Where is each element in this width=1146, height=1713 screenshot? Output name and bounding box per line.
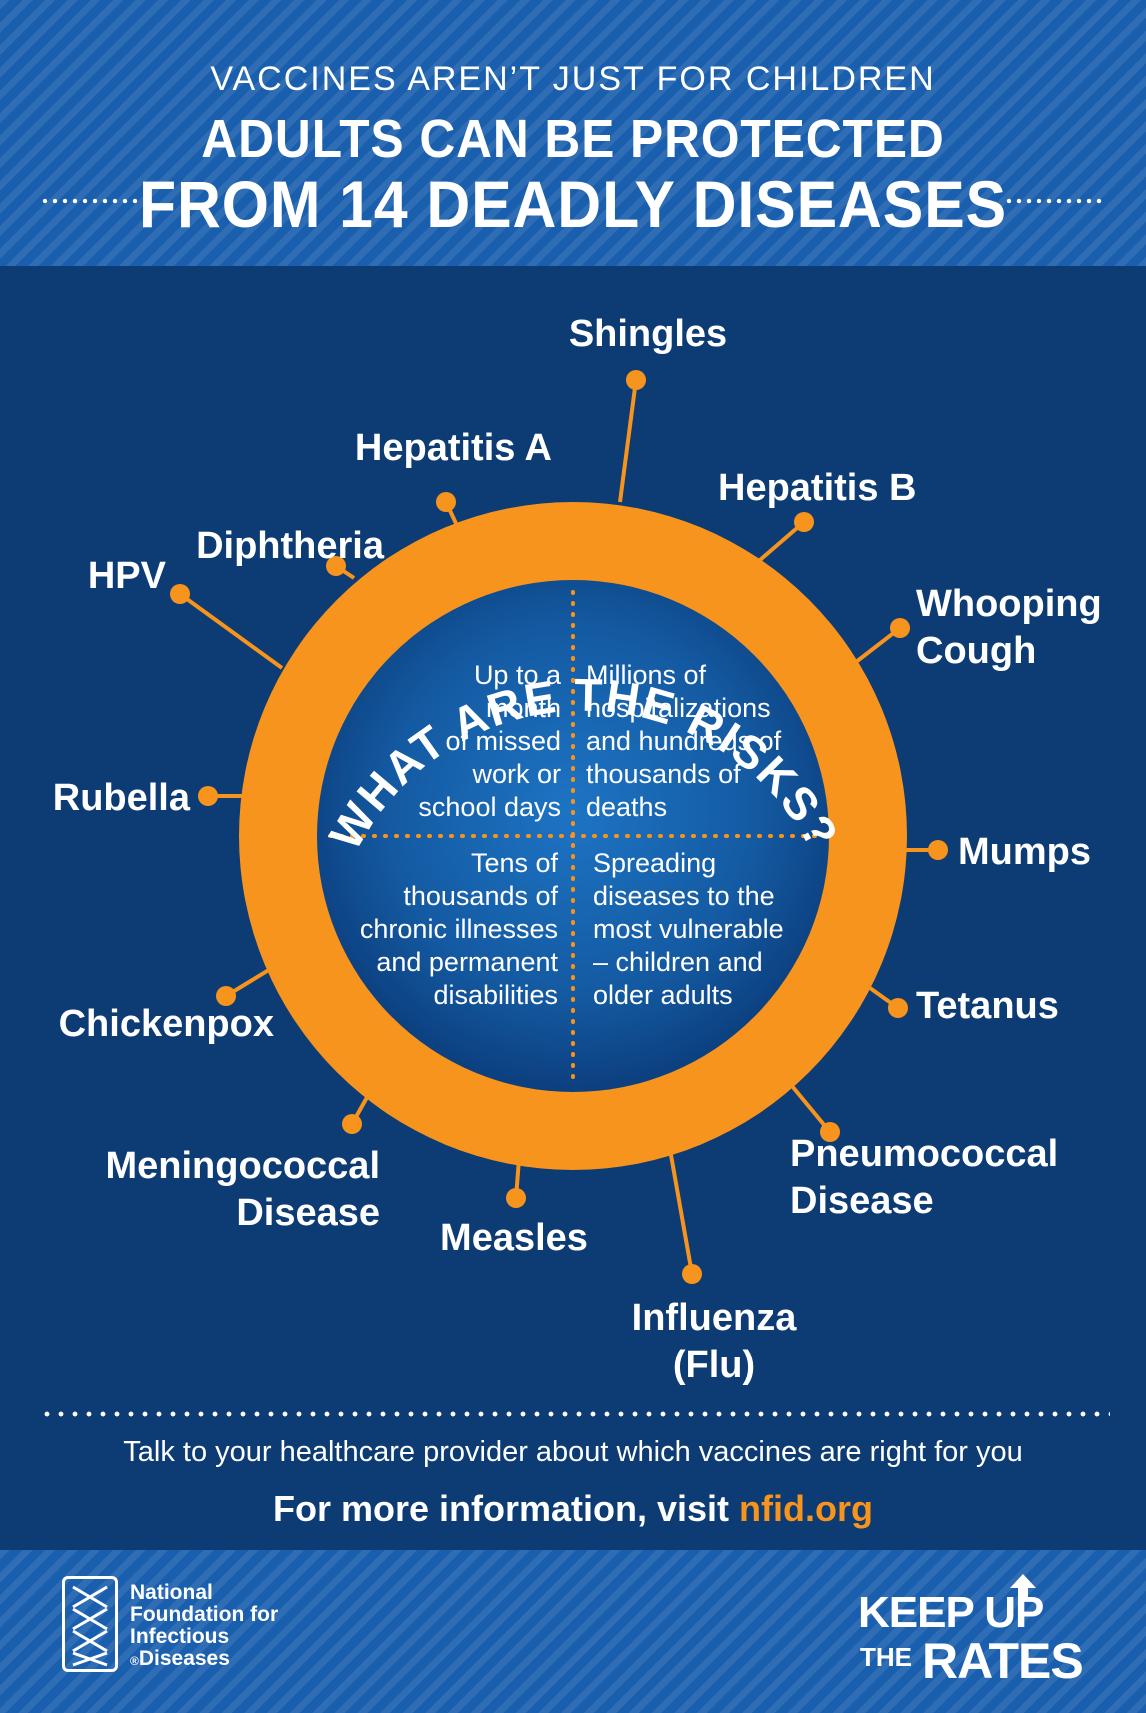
nfid-name: National Foundation for Infectious ®Dise… <box>130 1581 279 1670</box>
spoke-dot-meningococcal-disease <box>342 1114 362 1134</box>
disease-label-hepatitis-b: Hepatitis B <box>718 467 916 509</box>
footer-info: For more information, visit nfid.org <box>0 1488 1146 1530</box>
nfid-logo-icon <box>62 1576 118 1672</box>
spoke-dot-influenza <box>682 1264 702 1284</box>
disease-label-influenza: Influenza(Flu) <box>632 1297 798 1386</box>
spoke-dot-tetanus <box>888 998 908 1018</box>
spoke-dot-diphtheria <box>326 556 346 576</box>
header-title-line2: FROM 14 DEADLY DISEASES <box>138 167 1008 241</box>
spoke-dot-rubella <box>198 786 218 806</box>
arrow-up-icon <box>1010 1574 1036 1598</box>
disease-label-measles: Measles <box>440 1217 588 1259</box>
spoke-influenza <box>666 1137 694 1275</box>
spoke-hpv <box>178 592 284 670</box>
spoke-dot-hpv <box>170 584 190 604</box>
nfid-link[interactable]: nfid.org <box>739 1488 874 1529</box>
disease-label-hpv: HPV <box>88 555 167 597</box>
spoke-dot-shingles <box>626 370 646 390</box>
disease-label-diphtheria: Diphtheria <box>196 525 385 567</box>
header-dots-left <box>40 198 140 204</box>
bottom-banner: National Foundation for Infectious ®Dise… <box>0 1550 1146 1713</box>
disease-label-hepatitis-a: Hepatitis A <box>355 427 552 469</box>
disease-label-tetanus: Tetanus <box>916 985 1059 1027</box>
spoke-shingles <box>618 379 638 503</box>
header-title-line1: ADULTS CAN BE PROTECTED <box>201 109 945 169</box>
footer-dotted-divider <box>40 1410 1110 1418</box>
spoke-dot-hepatitis-b <box>794 512 814 532</box>
disease-label-shingles: Shingles <box>569 313 727 355</box>
campaign-rates: RATES <box>922 1633 1084 1689</box>
keep-up-the-rates-logo: KEEP UP THE RATES <box>858 1574 1098 1689</box>
disease-label-rubella: Rubella <box>53 777 191 819</box>
footer-info-prefix: For more information, visit <box>272 1488 740 1529</box>
spoke-dot-measles <box>506 1188 526 1208</box>
header-dots-right <box>1004 198 1104 204</box>
spoke-dot-mumps <box>928 840 948 860</box>
spoke-dot-hepatitis-a <box>436 492 456 512</box>
campaign-keep-up: KEEP UP <box>858 1588 1044 1637</box>
spoke-dot-pneumococcal-disease <box>820 1122 840 1142</box>
disease-label-mumps: Mumps <box>958 831 1091 873</box>
header-banner: VACCINES AREN’T JUST FOR CHILDREN ADULTS… <box>0 0 1146 266</box>
spoke-dot-whooping-cough <box>890 618 910 638</box>
campaign-the: THE <box>860 1642 912 1672</box>
spoke-dot-chickenpox <box>216 986 236 1006</box>
disease-label-chickenpox: Chickenpox <box>59 1003 274 1045</box>
disease-spokes <box>170 370 948 1284</box>
footer-advice: Talk to your healthcare provider about w… <box>123 1436 1023 1468</box>
header-subtitle: VACCINES AREN’T JUST FOR CHILDREN <box>210 60 936 98</box>
